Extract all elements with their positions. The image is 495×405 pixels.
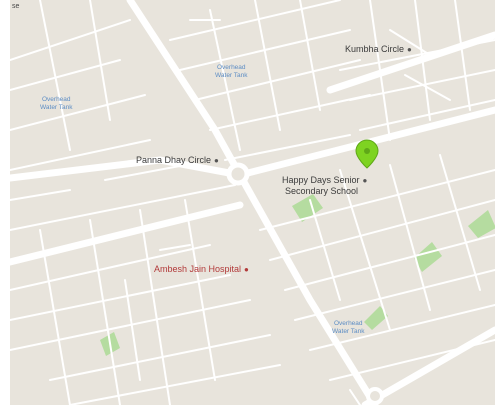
water-tank-bottom-line2: Water Tank [332,328,365,335]
label-kumbha-circle[interactable]: Kumbha Circle● [345,44,412,54]
label-kumbha-circle-text: Kumbha Circle [345,44,405,54]
water-tank-top-line1: Overhead [216,64,246,71]
roundabout [366,387,384,405]
poi-dot-icon: ● [362,176,368,185]
label-happy-days-line1: Happy Days Senior [282,175,360,185]
label-panna-dhay-circle[interactable]: Panna Dhay Circle● [136,155,219,165]
roundabout [226,162,250,186]
label-water-tank-top[interactable]: Overhead Water Tank [215,64,248,80]
water-tank-left-line2: Water Tank [40,104,73,111]
park [468,210,495,238]
label-happy-days-line2: Secondary School [285,186,359,196]
map-pin-icon[interactable] [355,139,379,169]
water-tank-left-line1: Overhead [41,96,71,103]
label-water-tank-left[interactable]: Overhead Water Tank [40,96,73,112]
water-tank-top-line2: Water Tank [215,72,248,79]
poi-dot-icon: ● [214,156,219,165]
poi-dot-icon: ● [244,265,249,274]
label-ambesh-jain-hospital[interactable]: Ambesh Jain Hospital● [154,264,249,274]
map-tiles[interactable] [10,0,495,405]
park [364,306,388,330]
corner-label: se [12,3,20,10]
label-panna-dhay-circle-text: Panna Dhay Circle [136,155,212,165]
label-ambesh-jain-hospital-text: Ambesh Jain Hospital [154,264,242,274]
poi-dot-icon: ● [407,45,412,54]
label-happy-days-school[interactable]: Happy Days Senior● Secondary School [282,175,367,197]
water-tank-bottom-line1: Overhead [333,320,363,327]
parks [100,194,495,356]
map-canvas[interactable]: se Kumbha Circle● Panna Dhay Circle● Hap… [10,0,495,405]
park [414,242,442,272]
park [292,194,323,222]
label-water-tank-bottom[interactable]: Overhead Water Tank [332,320,365,336]
